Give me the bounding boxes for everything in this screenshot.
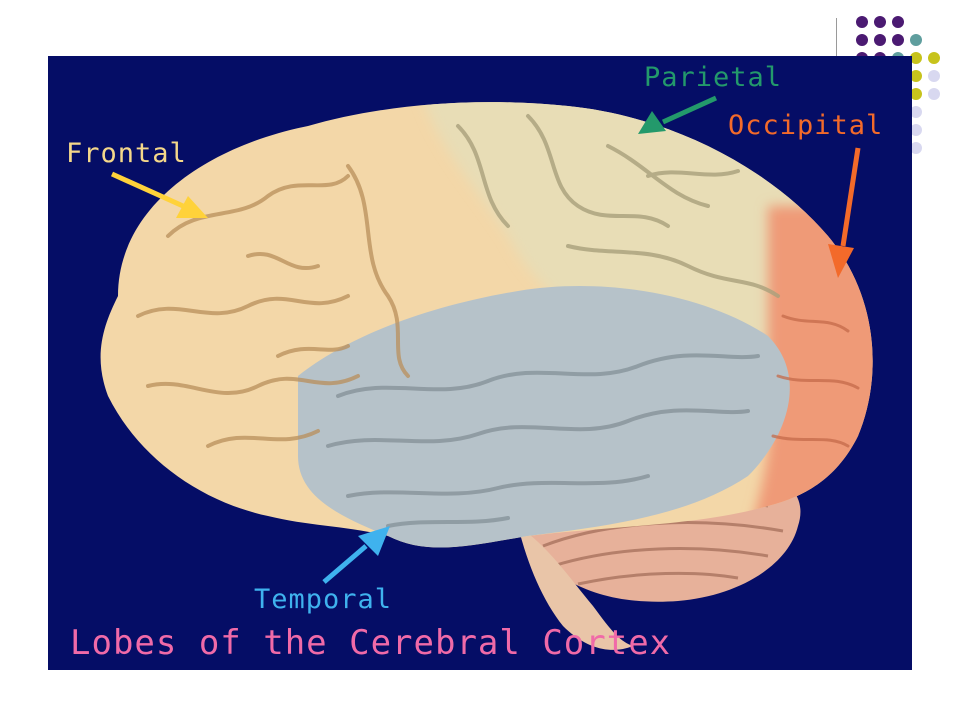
decorative-dot (910, 70, 922, 82)
decorative-dot (928, 52, 940, 64)
parietal-gyri (456, 114, 780, 298)
temporal-arrow (322, 526, 390, 584)
temporal-label: Temporal (254, 584, 393, 615)
decorative-dot (910, 52, 922, 64)
divider-line (836, 18, 837, 90)
decorative-dot (874, 16, 886, 28)
brain-figure: Frontal Parietal Occipital Temporal Lobe… (48, 56, 912, 670)
decorative-dot (910, 88, 922, 100)
brainstem (518, 526, 633, 650)
occipital-arrow (828, 147, 861, 278)
parietal-arrow (638, 95, 718, 134)
temporal-lobe (298, 286, 790, 548)
occipital-gyri (771, 314, 860, 448)
figure-caption: Lobes of the Cerebral Cortex (70, 623, 672, 663)
decorative-dot (910, 106, 922, 118)
decorative-dot (892, 16, 904, 28)
parietal-label: Parietal (644, 62, 783, 93)
decorative-dot (856, 16, 868, 28)
decorative-dot (910, 34, 922, 46)
decorative-dot (928, 88, 940, 100)
occipital-label: Occipital (728, 110, 884, 141)
decorative-dot (856, 34, 868, 46)
brain-illustration (100, 95, 873, 650)
frontal-label: Frontal (66, 138, 187, 169)
frontal-arrow (110, 171, 208, 218)
frontal-gyri (136, 164, 410, 448)
decorative-dot (874, 34, 886, 46)
decorative-dot (892, 34, 904, 46)
decorative-dot (910, 124, 922, 136)
temporal-gyri (326, 353, 760, 528)
decorative-dot (928, 70, 940, 82)
decorative-dot (910, 142, 922, 154)
